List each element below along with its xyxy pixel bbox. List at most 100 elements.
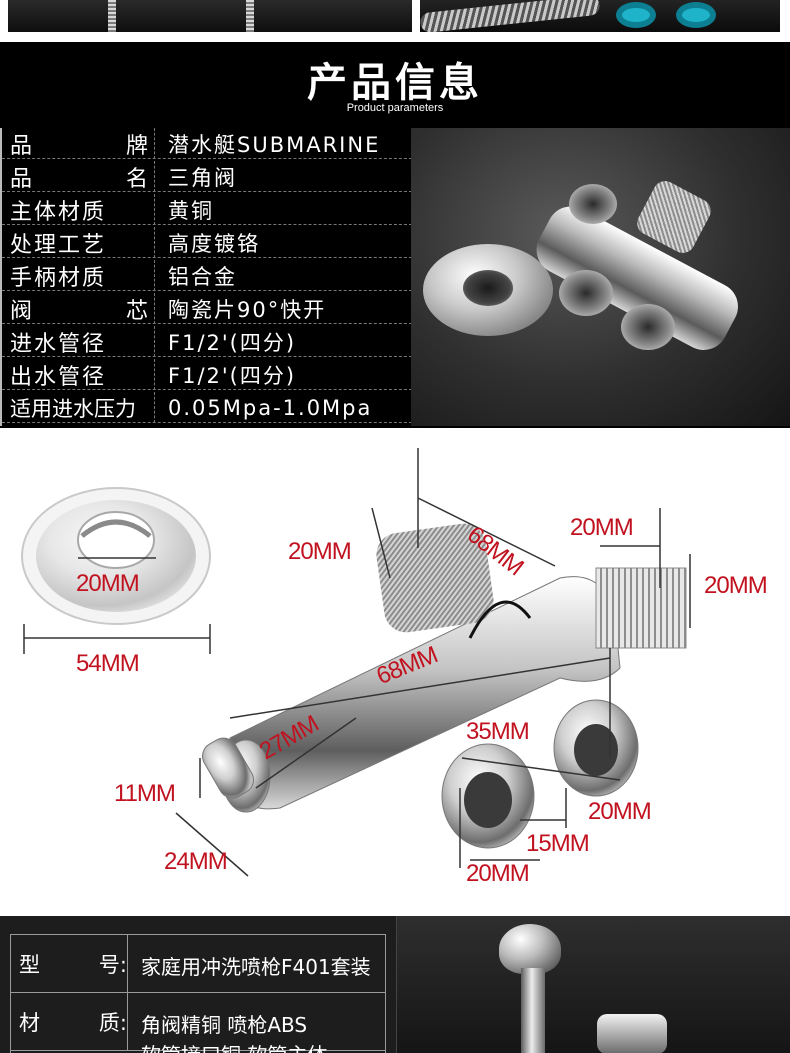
valve-port-left	[559, 270, 613, 316]
param-label-part: 主体材质	[10, 199, 107, 225]
param-divider	[154, 161, 155, 192]
dim-lever-length: 24MM	[164, 848, 228, 875]
param-row: 适用进水压力 0.05Mpa-1.0Mpa	[2, 392, 412, 423]
param-label-part: 芯	[125, 298, 150, 324]
dim-top-right-width: 20MM	[570, 514, 634, 541]
dim-handle-height: 20MM	[288, 538, 352, 565]
spec-value: 家庭用冲洗喷枪F401套装	[141, 955, 371, 979]
sprayer-photo	[396, 916, 790, 1053]
spec-label: 材 质:	[19, 1007, 127, 1037]
param-value: 0.05Mpa-1.0Mpa	[168, 395, 373, 420]
flange-drawing	[21, 487, 211, 654]
param-label-part: 品	[10, 166, 35, 192]
param-value: 三角阀	[168, 165, 237, 190]
dimension-drawing	[21, 448, 691, 877]
top-photo-strip	[0, 0, 790, 42]
param-label: 处理工艺	[10, 229, 150, 258]
spec-divider	[127, 935, 128, 993]
sprayer-handle	[521, 968, 545, 1053]
section-subtitle: Product parameters	[346, 102, 444, 114]
washer-2	[676, 2, 716, 28]
valve-product-photo	[411, 128, 790, 426]
flange-ring	[423, 244, 553, 336]
section-title: 产品信息	[307, 60, 483, 106]
hose-washer-photo	[420, 0, 780, 32]
dim-flange-hole: 20MM	[76, 570, 140, 597]
param-row: 品名三角阀	[2, 161, 412, 192]
param-divider	[154, 359, 155, 390]
hose-cord-photo	[8, 0, 412, 32]
param-label: 出水管径	[10, 361, 150, 390]
param-value: 高度镀铬	[168, 231, 260, 256]
dim-port-bottom: 20MM	[466, 860, 530, 887]
param-divider	[154, 227, 155, 258]
param-label-part: 进水管径	[10, 331, 107, 357]
spec-row: 材 质: 角阀精铜 喷枪ABS 软管接口铜 软管主体	[11, 993, 385, 1053]
param-label: 进水管径	[10, 328, 150, 357]
param-value: 铝合金	[168, 264, 237, 289]
dim-right-thread: 20MM	[704, 572, 768, 599]
valve-port-middle	[621, 304, 675, 350]
param-row: 品牌潜水艇SUBMARINE	[2, 128, 412, 159]
spec-value: 角阀精铜 喷枪ABS	[141, 1013, 308, 1037]
dim-ports-span: 35MM	[466, 718, 530, 745]
valve-port-top	[569, 184, 617, 224]
dim-port-gap: 15MM	[526, 830, 590, 857]
param-row: 阀芯陶瓷片90°快开	[2, 293, 412, 324]
flange-hole	[463, 270, 513, 306]
spec-divider	[127, 993, 128, 1051]
param-label-part: 名	[125, 166, 150, 192]
param-label-part: 手柄材质	[10, 265, 107, 291]
param-value: F1/2'(四分)	[168, 330, 297, 355]
dim-lever-width: 11MM	[114, 780, 176, 807]
spec-label-part: 质:	[98, 1011, 127, 1035]
param-label-part: 适用进水压力	[10, 396, 136, 421]
param-label-part: 阀	[10, 298, 35, 324]
washer-1	[616, 2, 656, 28]
spec-label-part: 材	[19, 1011, 40, 1035]
param-row: 处理工艺 高度镀铬	[2, 227, 412, 258]
param-label-part: 处理工艺	[10, 232, 107, 258]
spec-label: 型 号:	[19, 949, 127, 979]
param-label-part: 品	[10, 133, 35, 159]
param-divider	[154, 326, 155, 357]
param-value: 潜水艇SUBMARINE	[168, 132, 381, 157]
param-divider	[154, 293, 155, 324]
valve-drawing	[202, 523, 687, 849]
sprayer-head	[499, 924, 561, 974]
angle-valve	[597, 1014, 667, 1053]
param-label: 品牌	[10, 130, 150, 159]
param-label: 手柄材质	[10, 262, 150, 291]
spec-label-part: 型	[19, 953, 40, 977]
param-value: 黄铜	[168, 198, 214, 223]
param-label: 品名	[10, 163, 150, 192]
param-row: 进水管径 F1/2'(四分)	[2, 326, 412, 357]
param-row: 出水管径 F1/2'(四分)	[2, 359, 412, 390]
param-row: 主体材质 黄铜	[2, 194, 412, 225]
param-value: 陶瓷片90°快开	[168, 297, 327, 322]
spec-row: 型 号: 家庭用冲洗喷枪F401套装	[11, 935, 385, 993]
param-divider	[154, 260, 155, 291]
param-label-part: 牌	[125, 133, 150, 159]
param-label: 适用进水压力	[10, 394, 150, 421]
dimension-lines	[175, 448, 691, 877]
param-row: 手柄材质 铝合金	[2, 260, 412, 291]
spec-value-line2: 软管接口铜 软管主体	[141, 1039, 327, 1053]
param-label-part: 出水管径	[10, 364, 107, 390]
param-label: 主体材质	[10, 196, 150, 225]
spec-label-part: 号:	[98, 953, 127, 977]
param-label: 阀芯	[10, 295, 150, 324]
dim-flange-width: 54MM	[76, 650, 140, 677]
braided-hose	[420, 0, 601, 32]
param-divider	[154, 392, 155, 423]
dimension-diagram: 20MM 54MM 20MM 68MM 20MM 20MM 68MM 27MM …	[0, 428, 790, 916]
cord-left	[108, 0, 116, 32]
cord-right	[246, 0, 254, 32]
param-divider	[154, 128, 155, 159]
param-value: F1/2'(四分)	[168, 363, 297, 388]
dim-port-right: 20MM	[588, 798, 652, 825]
